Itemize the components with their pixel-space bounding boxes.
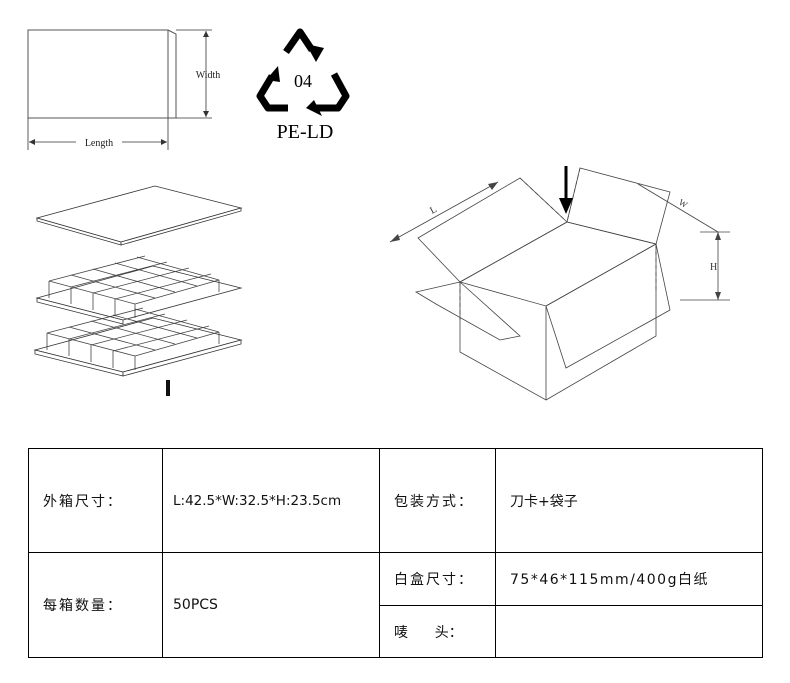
white-box-size-value: 75*46*115mm/400g白纸 xyxy=(495,552,763,606)
divider-insert-diagram xyxy=(33,185,243,396)
recycle-code: 04 xyxy=(294,71,312,91)
recycle-pe-ld-icon: 04 PE-LD xyxy=(256,28,350,143)
shipping-mark-value xyxy=(495,605,763,658)
packing-method-label: 包装方式： xyxy=(379,448,496,553)
qty-per-box-value: 50PCS xyxy=(162,552,380,658)
width-label: Width xyxy=(196,70,221,81)
recycle-material: PE-LD xyxy=(277,121,334,143)
length-label: Length xyxy=(85,138,113,149)
outer-box-size-value: L:42.5*W:32.5*H:23.5cm xyxy=(162,448,380,553)
bag-dimension-diagram: Width Length xyxy=(27,29,221,150)
white-box-size-label: 白盒尺寸： xyxy=(379,552,496,606)
shipping-mark-label: 唛 头： xyxy=(379,605,496,658)
outer-box-size-label: 外箱尺寸： xyxy=(28,448,163,553)
packing-spec-table: 外箱尺寸： L:42.5*W:32.5*H:23.5cm 包装方式： 刀卡+袋子… xyxy=(28,448,763,658)
box-h-label: H xyxy=(710,262,717,273)
packing-method-value: 刀卡+袋子 xyxy=(495,448,763,553)
qty-per-box-label: 每箱数量： xyxy=(28,552,163,658)
open-box-diagram: L W H xyxy=(389,166,730,401)
box-l-label: L xyxy=(428,204,439,217)
